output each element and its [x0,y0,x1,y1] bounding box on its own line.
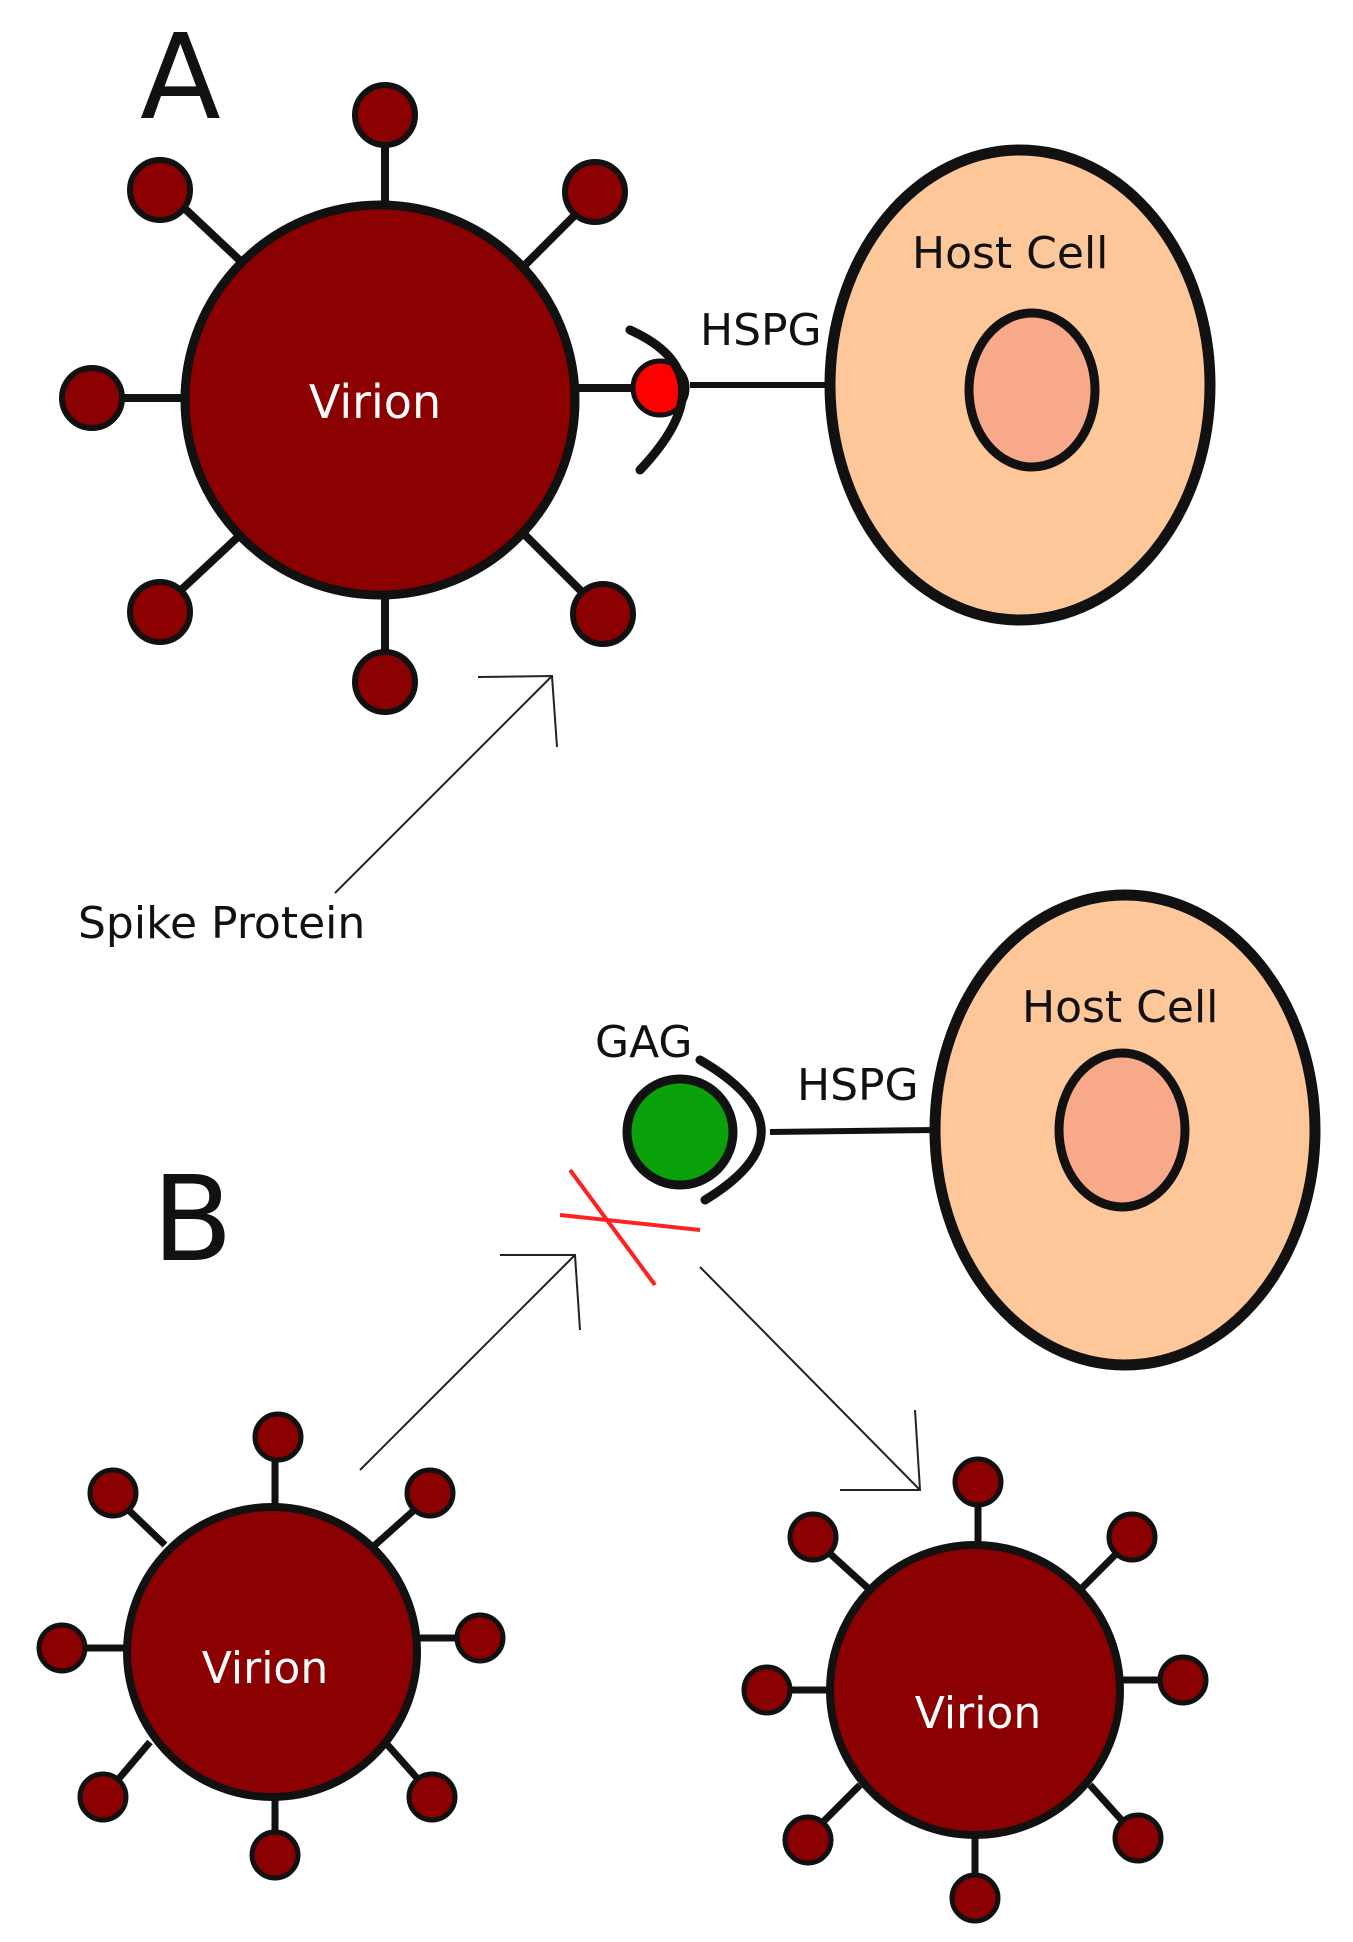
spike-tip [782,1814,834,1866]
spike-tip [249,1829,301,1881]
blocked-x-stroke [568,1168,657,1287]
spike-tip [406,1771,458,1823]
spike-tip [77,1771,129,1823]
virion-a-label: Virion [309,375,441,429]
spike-tip [87,1467,139,1519]
spike-tip [1157,1654,1209,1706]
spike-tip [454,1612,506,1664]
spike-protein-label: Spike Protein [78,898,365,949]
hspg-receptor-a [625,325,688,475]
nucleus-a [964,308,1100,472]
spike-tip [1106,1511,1158,1563]
spike-tip [562,159,628,225]
approach-arrow [359,1254,576,1471]
spike-tip [741,1664,793,1716]
spike-protein-arrow [334,675,553,894]
spike-tip [127,579,193,645]
virion-b-right-body [826,1541,1124,1839]
spike-tip [787,1511,839,1563]
spike-tip [952,1456,1004,1508]
hspg-tether-b [769,1127,936,1135]
spike-tip [352,82,418,148]
hspg-label-a: HSPG [700,305,822,356]
virion-b-right: Virion [741,1456,1209,1924]
spike-tip [36,1622,88,1674]
hspg-label-b: HSPG [797,1060,919,1111]
virion-a-spike-tips [59,82,636,715]
host-cell-label-a: Host Cell [912,228,1108,279]
panel-a-letter: A [140,8,221,146]
panel-b: B GAG HSPG Host Cell [36,889,1321,1924]
blocked-x-stroke [559,1213,701,1232]
spike-tip [949,1872,1001,1924]
approach-arrowhead [500,1254,581,1331]
spike-tip [252,1411,304,1463]
panel-a: A Virion HSPG H [59,8,1216,949]
deflect-arrow [699,1266,921,1491]
deflect-arrowhead [840,1409,922,1491]
virion-b-left: Virion [36,1411,506,1881]
virion-a-body [180,200,580,600]
panel-b-letter: B [152,1150,233,1288]
virion-b-left-label: Virion [202,1643,328,1694]
spike-protein-arrowhead [477,674,558,748]
hspg-receptor-b [695,1055,766,1205]
spike-tip [127,157,193,223]
virion-b-left-body [123,1503,421,1801]
spike-tip [352,649,418,715]
host-cell-label-b: Host Cell [1022,982,1218,1033]
spike-tip [570,581,636,647]
gag-label: GAG [595,1017,693,1068]
virion-b-right-label: Virion [915,1688,1041,1739]
nucleus-b [1054,1048,1190,1212]
blocked-binding-x-mark [559,1168,701,1287]
spike-tip [404,1467,456,1519]
spike-tip [1112,1812,1164,1864]
spike-tip [59,365,125,431]
gag-molecule [622,1074,738,1190]
